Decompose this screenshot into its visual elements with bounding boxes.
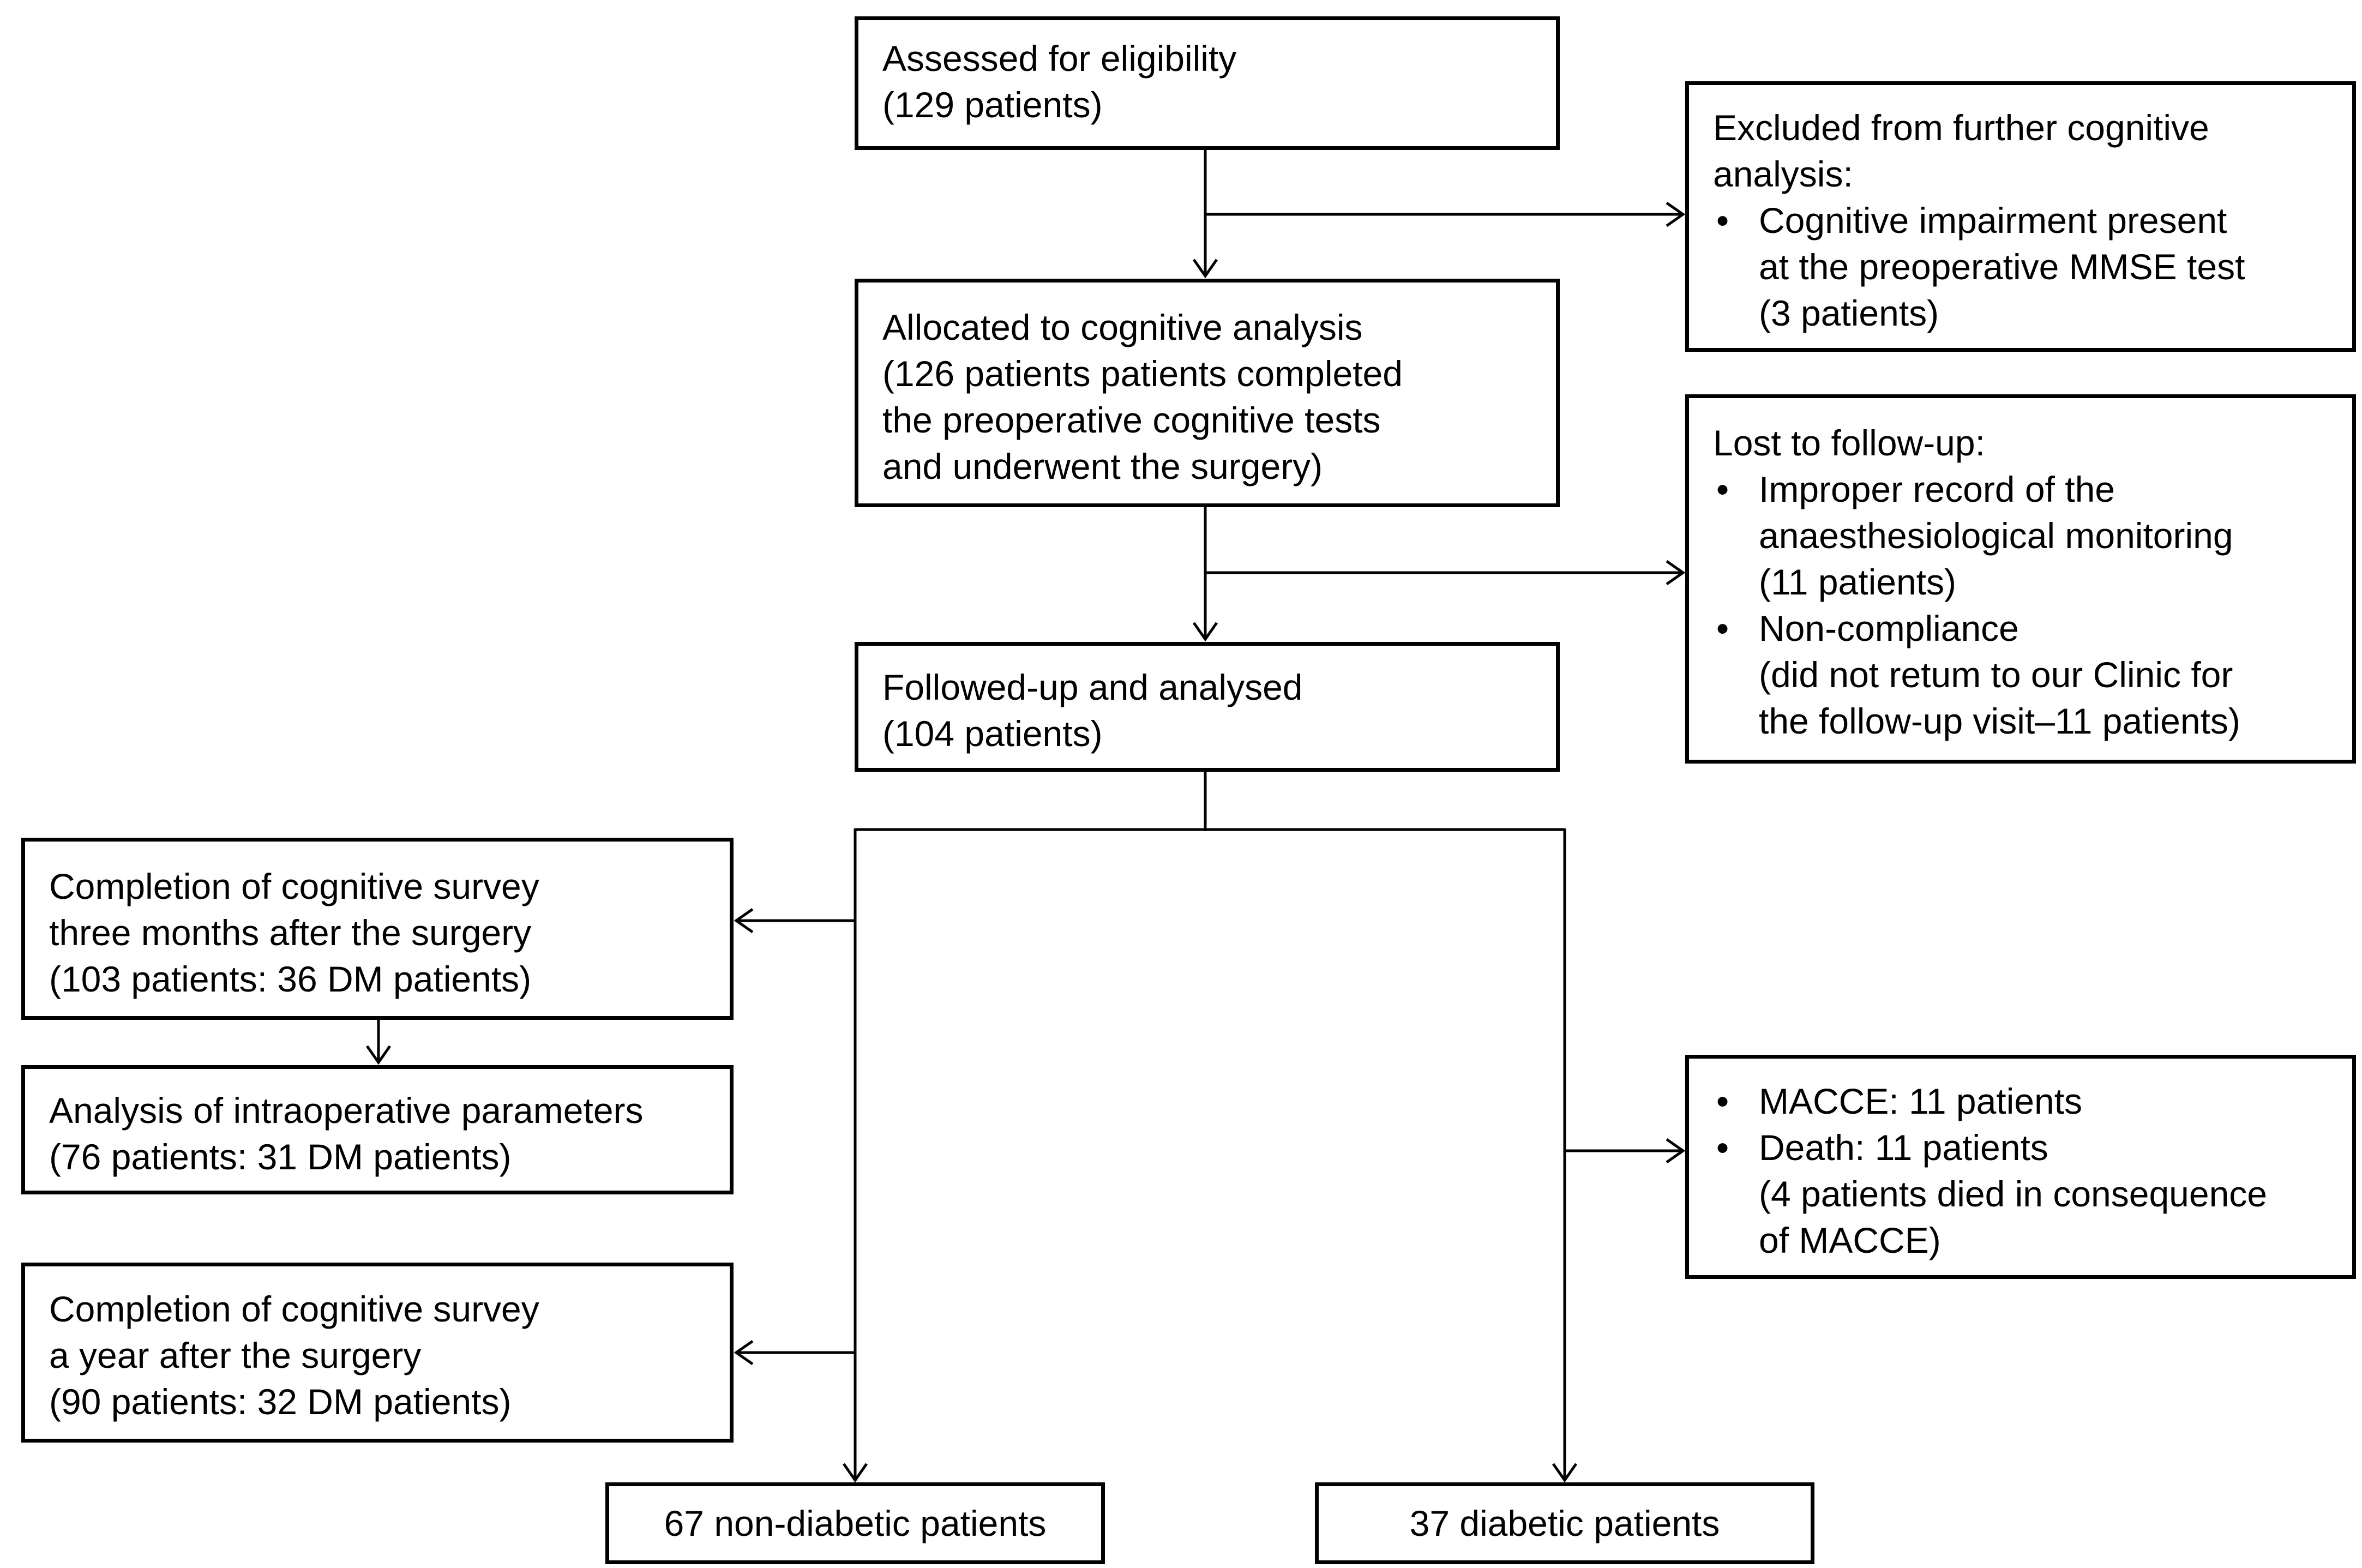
- text-line: Non-compliance: [1759, 608, 2019, 648]
- bullet-glyph: •: [1716, 608, 1729, 648]
- text-line: Allocated to cognitive analysis: [882, 307, 1363, 347]
- text-line: (129 patients): [882, 85, 1103, 125]
- box-non-diabetic-patients: 67 non-diabetic patients: [605, 1482, 1105, 1564]
- text-line: Excluded from further cognitive: [1713, 107, 2209, 148]
- box-lost-to-follow-up: Lost to follow-up: • Improper record of …: [1685, 394, 2356, 764]
- bullet-item: • Improper record of the anaesthesiologi…: [1713, 466, 2333, 605]
- text-line: Lost to follow-up:: [1713, 423, 1985, 463]
- box-diabetic-patients: 37 diabetic patients: [1315, 1482, 1814, 1564]
- text-line: and underwent the surgery): [882, 446, 1323, 486]
- text-line: three months after the surgery: [49, 912, 532, 953]
- text-line: (90 patients: 32 DM patients): [49, 1381, 512, 1422]
- bullet-item: • MACCE: 11 patients: [1713, 1078, 2333, 1125]
- bullet-glyph: •: [1716, 1081, 1729, 1121]
- text-line: Followed-up and analysed: [882, 667, 1303, 707]
- text-line: Cognitive impairment present: [1759, 200, 2227, 241]
- box-assessed-for-eligibility: Assessed for eligibility (129 patients): [855, 16, 1560, 150]
- bullet-glyph: •: [1716, 200, 1729, 241]
- text-line: Completion of cognitive survey: [49, 866, 539, 906]
- box-excluded-from-analysis: Excluded from further cognitive analysis…: [1685, 81, 2356, 352]
- text-line: analysis:: [1713, 154, 1853, 194]
- text-line: (3 patients): [1759, 293, 1939, 333]
- text-line: Analysis of intraoperative parameters: [49, 1090, 644, 1131]
- text-line: (126 patients patients completed: [882, 353, 1403, 394]
- text-line: 37 diabetic patients: [1409, 1503, 1720, 1543]
- text-line: Completion of cognitive survey: [49, 1289, 539, 1329]
- text-line: Death: 11 patients: [1759, 1127, 2048, 1168]
- bullet-item: • Cognitive impairment present at the pr…: [1713, 197, 2333, 337]
- text-line: the follow-up visit–11 patients): [1759, 701, 2240, 741]
- text-line: MACCE: 11 patients: [1759, 1081, 2083, 1121]
- text-line: (11 patients): [1759, 562, 1956, 602]
- box-allocated-to-cognitive-analysis: Allocated to cognitive analysis (126 pat…: [855, 279, 1560, 507]
- text-line: at the preoperative MMSE test: [1759, 247, 2245, 287]
- text-line: (76 patients: 31 DM patients): [49, 1137, 512, 1177]
- text-line: Assessed for eligibility: [882, 38, 1237, 79]
- box-survey-one-year: Completion of cognitive survey a year af…: [21, 1263, 734, 1443]
- text-line: (did not retum to our Clinic for: [1759, 654, 2233, 695]
- text-line: (104 patients): [882, 713, 1103, 754]
- box-survey-three-months: Completion of cognitive survey three mon…: [21, 838, 734, 1020]
- text-line: the preoperative cognitive tests: [882, 400, 1381, 440]
- bullet-glyph: •: [1716, 1127, 1729, 1168]
- bullet-item: • Non-compliance (did not retum to our C…: [1713, 605, 2333, 744]
- bullet-glyph: •: [1716, 469, 1729, 509]
- text-line: a year after the surgery: [49, 1335, 422, 1375]
- text-line: anaesthesiological monitoring: [1759, 515, 2233, 556]
- bullet-item: • Death: 11 patients (4 patients died in…: [1713, 1125, 2333, 1264]
- box-followed-up-and-analysed: Followed-up and analysed (104 patients): [855, 642, 1560, 772]
- text-line: (103 patients: 36 DM patients): [49, 959, 532, 999]
- text-line: (4 patients died in consequence: [1759, 1174, 2267, 1214]
- box-intraoperative-parameters: Analysis of intraoperative parameters (7…: [21, 1065, 734, 1194]
- text-line: Improper record of the: [1759, 469, 2115, 509]
- text-line: of MACCE): [1759, 1220, 1941, 1260]
- text-line: 67 non-diabetic patients: [664, 1503, 1047, 1543]
- box-macce-death: • MACCE: 11 patients • Death: 11 patient…: [1685, 1055, 2356, 1279]
